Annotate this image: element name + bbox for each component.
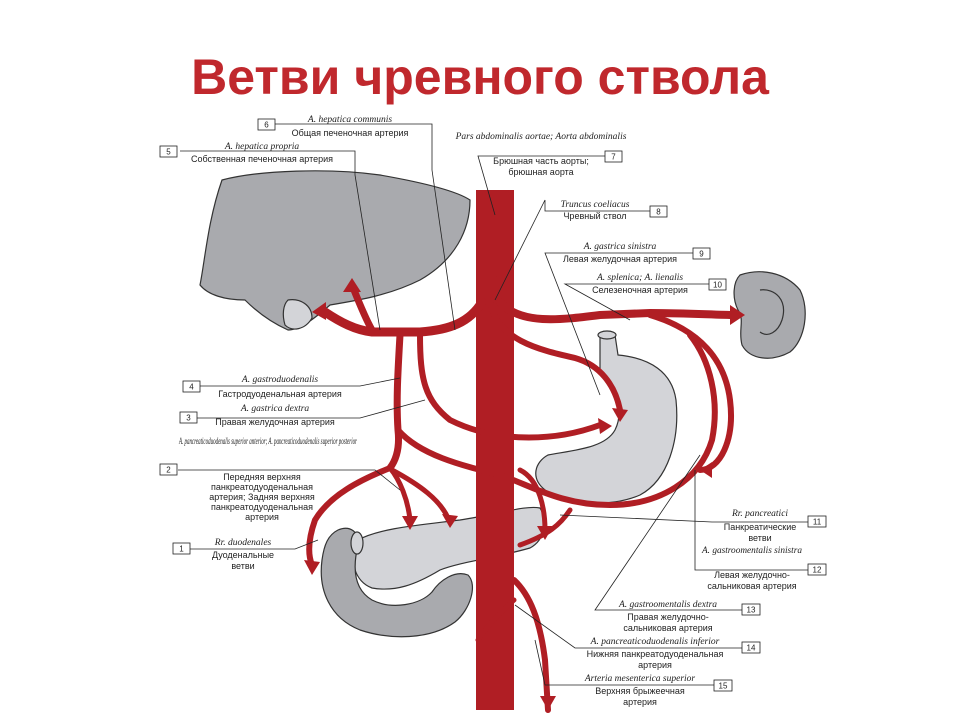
label-splenica: 10 A. splenica; A. lienalis Селезеночная… (592, 273, 727, 295)
stomach (535, 334, 678, 504)
svg-text:ветви: ветви (748, 533, 771, 543)
label-truncus-coeliacus: 8 Truncus coeliacus Чревный ствол (561, 200, 668, 221)
svg-text:A. pancreaticoduodenalis infer: A. pancreaticoduodenalis inferior (590, 636, 720, 647)
svg-text:Pars abdominalis aortae; Aorta: Pars abdominalis aortae; Aorta abdominal… (455, 132, 627, 142)
gallbladder (282, 299, 313, 330)
label-gastrica-dextra: 3 A. gastrica dextra Правая желудочная а… (179, 404, 335, 427)
svg-text:артерия: артерия (245, 512, 279, 522)
svg-text:Arteria mesenterica superior: Arteria mesenterica superior (584, 674, 696, 684)
duodenum (320, 527, 473, 638)
slide-title: Ветви чревного ствола (191, 49, 769, 105)
svg-text:A. pancreaticoduodenalis super: A. pancreaticoduodenalis superior anteri… (178, 437, 357, 447)
svg-text:Верхняя брыжеечная: Верхняя брыжеечная (595, 686, 685, 696)
label-gastroomentalis-sinistra: 12 A. gastroomentalis sinistra Левая жел… (701, 546, 827, 591)
svg-text:артерия; Задняя верхняя: артерия; Задняя верхняя (209, 492, 315, 502)
svg-text:Гастродуоденальная артерия: Гастродуоденальная артерия (218, 389, 342, 399)
svg-text:2: 2 (166, 466, 171, 475)
svg-text:панкреатодуоденальная: панкреатодуоденальная (211, 482, 313, 492)
svg-text:Передняя верхняя: Передняя верхняя (223, 472, 301, 482)
label-hepatica-communis: 6 A. hepatica communis Общая печеночная … (257, 115, 409, 138)
label-mesenterica-superior: 15 Arteria mesenterica superior Верхняя … (584, 674, 733, 707)
svg-text:брюшная аорта: брюшная аорта (508, 167, 573, 177)
svg-text:6: 6 (264, 121, 269, 130)
label-rr-duodenales: 1 Rr. duodenales Дуоденальные ветви (172, 538, 274, 571)
svg-text:11: 11 (813, 518, 822, 527)
svg-text:сальниковая артерия: сальниковая артерия (707, 581, 796, 591)
label-gastrica-sinistra: 9 A. gastrica sinistra Левая желудочная … (563, 242, 711, 264)
svg-text:8: 8 (656, 208, 661, 217)
label-pancreaticoduodenalis-superior: 2 A. pancreaticoduodenalis superior ante… (159, 437, 357, 522)
svg-text:10: 10 (713, 281, 722, 290)
arteries (306, 272, 739, 713)
svg-text:A. gastroomentalis dextra: A. gastroomentalis dextra (618, 600, 717, 610)
svg-text:Нижняя панкреатодуоденальная: Нижняя панкреатодуоденальная (587, 649, 724, 659)
svg-text:9: 9 (699, 250, 704, 259)
svg-text:5: 5 (166, 148, 171, 157)
svg-text:Панкреатические: Панкреатические (724, 522, 797, 532)
label-hepatica-propria: 5 A. hepatica propria Собственная печено… (159, 142, 333, 164)
svg-text:A. gastrica sinistra: A. gastrica sinistra (583, 242, 657, 252)
label-pancreaticoduodenalis-inferior: 14 A. pancreaticoduodenalis inferior Ниж… (587, 636, 761, 670)
svg-text:Левая желудочно-: Левая желудочно- (714, 570, 790, 580)
arrowheads (304, 278, 745, 710)
svg-text:сальниковая артерия: сальниковая артерия (623, 623, 712, 633)
label-gastroduodenalis: 4 A. gastroduodenalis Гастродуоденальная… (182, 375, 342, 399)
svg-text:Правая желудочная артерия: Правая желудочная артерия (215, 417, 335, 427)
label-rr-pancreatici: 11 Rr. pancreatici Панкреатические ветви (724, 509, 827, 543)
svg-text:3: 3 (186, 414, 191, 423)
svg-text:13: 13 (747, 606, 756, 615)
svg-text:панкреатодуоденальная: панкреатодуоденальная (211, 502, 313, 512)
svg-text:Rr. duodenales: Rr. duodenales (214, 538, 272, 548)
spleen (733, 271, 806, 359)
label-gastroomentalis-dextra: 13 A. gastroomentalis dextra Правая желу… (618, 600, 761, 633)
svg-text:Rr. pancreatici: Rr. pancreatici (731, 509, 788, 519)
svg-text:Truncus coeliacus: Truncus coeliacus (561, 200, 630, 210)
svg-text:Левая желудочная артерия: Левая желудочная артерия (563, 254, 677, 264)
svg-text:4: 4 (189, 383, 194, 392)
svg-text:Селезеночная артерия: Селезеночная артерия (592, 285, 688, 295)
svg-text:A. gastrica dextra: A. gastrica dextra (240, 404, 310, 414)
svg-text:A. gastroduodenalis: A. gastroduodenalis (241, 375, 318, 385)
svg-text:A. splenica; A. lienalis: A. splenica; A. lienalis (596, 273, 683, 283)
svg-text:ветви: ветви (231, 561, 254, 571)
svg-text:A. hepatica communis: A. hepatica communis (307, 115, 392, 125)
label-aorta-abdominalis: 7 Pars abdominalis aortae; Aorta abdomin… (455, 132, 627, 177)
abdominal-aorta (476, 190, 514, 710)
svg-text:Общая печеночная артерия: Общая печеночная артерия (292, 128, 409, 138)
svg-text:Брюшная часть аорты;: Брюшная часть аорты; (493, 156, 589, 166)
svg-text:артерия: артерия (638, 660, 672, 670)
svg-text:Дуоденальные: Дуоденальные (212, 550, 274, 560)
svg-text:Собственная печеночная артерия: Собственная печеночная артерия (191, 154, 333, 164)
svg-text:A. hepatica propria: A. hepatica propria (224, 142, 300, 152)
liver (199, 170, 471, 331)
svg-text:A. gastroomentalis sinistra: A. gastroomentalis sinistra (701, 546, 802, 556)
svg-text:артерия: артерия (623, 697, 657, 707)
svg-text:Чревный ствол: Чревный ствол (563, 211, 626, 221)
svg-text:15: 15 (719, 682, 728, 691)
svg-text:12: 12 (813, 566, 822, 575)
svg-text:Правая желудочно-: Правая желудочно- (627, 612, 708, 622)
leader-lines (178, 123, 812, 686)
svg-text:7: 7 (611, 153, 616, 162)
svg-text:1: 1 (179, 545, 184, 554)
svg-text:14: 14 (747, 644, 756, 653)
